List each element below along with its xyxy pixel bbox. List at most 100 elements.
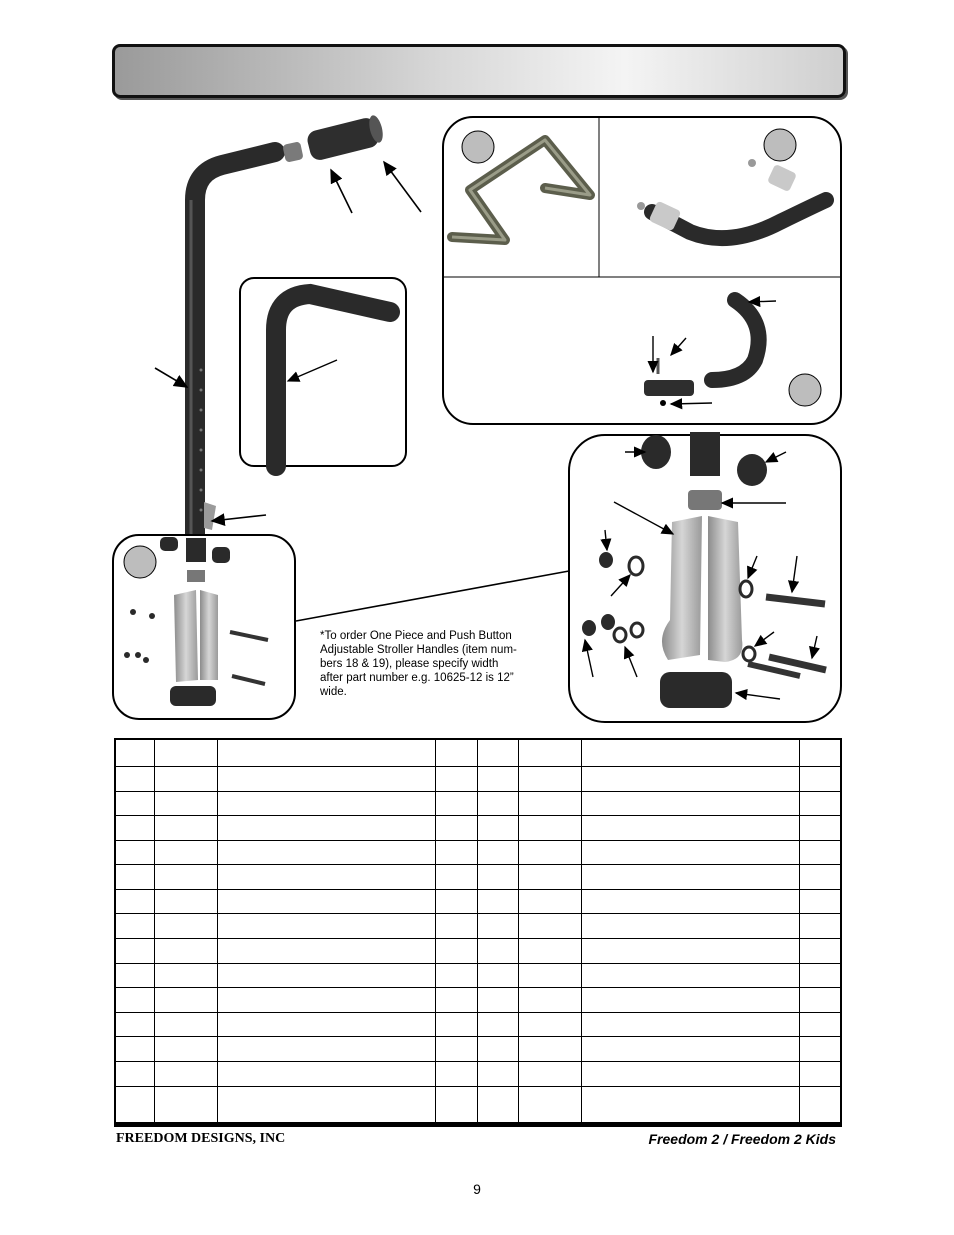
note-line: after part number e.g. 10625-12 is 12” [320,672,514,684]
table-cell [518,864,583,890]
table-cell [154,888,219,915]
table-cell [518,987,583,1013]
note-line: bers 18 & 19), please specify width [320,658,499,670]
table-cell [798,815,842,841]
table-cell [518,1060,583,1087]
table-cell [518,738,583,767]
table-cell [154,815,219,841]
table-cell [114,987,156,1013]
table-row [114,1085,842,1124]
table-cell [217,1011,436,1038]
table-cell [477,888,520,915]
detail-handle-options-panel [442,116,842,425]
company-name: FREEDOM DESIGNS, INC [116,1131,286,1146]
detail-clamp-exploded-box [568,432,842,723]
table-cell [798,864,842,890]
table-cell [798,913,842,940]
table-cell [434,962,479,989]
table-cell [217,987,436,1013]
table-cell [217,913,436,940]
table-cell [217,888,436,915]
ordering-note: *To order One Piece and Push Button Adju… [320,629,542,699]
table-cell [154,864,219,890]
table-cell [798,1011,842,1038]
table-cell [114,938,156,964]
handle-clamp-lever [204,502,216,530]
table-cell [434,738,479,767]
table-cell [581,790,800,817]
table-cell [518,839,583,866]
table-cell [477,815,520,841]
table-cell [114,839,156,866]
table-cell [581,913,800,940]
table-cell [217,1036,436,1062]
table-cell [798,790,842,817]
table-cell [581,1036,800,1062]
table-cell [217,815,436,841]
table-row [114,1060,842,1087]
note-line: *To order One Piece and Push Button [320,630,512,642]
table-cell [434,913,479,940]
table-cell [518,815,583,841]
callout-arrows [154,160,570,622]
footer-rule [114,1124,842,1127]
table-row [114,938,842,964]
table-row [114,839,842,866]
table-row [114,987,842,1013]
table-cell [217,738,436,767]
table-cell [154,766,219,792]
table-cell [798,987,842,1013]
table-cell [434,815,479,841]
table-cell [581,1060,800,1087]
note-line: Adjustable Stroller Handles (item num- [320,644,517,656]
table-cell [217,1060,436,1087]
table-cell [434,1085,479,1124]
table-cell [217,938,436,964]
table-cell [114,1085,156,1124]
table-cell [154,987,219,1013]
note-line: wide. [320,686,347,698]
table-cell [518,1036,583,1062]
table-cell [477,1011,520,1038]
parts-table-body [114,738,842,1124]
page-number: 9 [473,1181,481,1197]
table-cell [477,738,520,767]
detail-clamp-small-box [112,534,296,720]
table-cell [798,1060,842,1087]
table-cell [434,839,479,866]
table-cell [434,1036,479,1062]
table-cell [154,913,219,940]
table-cell [154,738,219,767]
table-cell [477,1060,520,1087]
table-cell [154,1011,219,1038]
table-cell [518,888,583,915]
parts-list-table [114,738,842,1124]
table-cell [477,766,520,792]
table-cell [581,987,800,1013]
table-cell [217,864,436,890]
table-cell [798,1036,842,1062]
table-cell [581,1011,800,1038]
table-cell [114,1011,156,1038]
table-cell [434,790,479,817]
table-cell [114,1036,156,1062]
table-cell [114,1060,156,1087]
table-cell [477,839,520,866]
table-cell [581,839,800,866]
table-cell [798,839,842,866]
table-cell [477,1085,520,1124]
table-row [114,815,842,841]
table-header-row [114,738,842,767]
table-row [114,790,842,817]
table-cell [434,766,479,792]
table-cell [518,766,583,792]
detail-bend-box [239,277,407,476]
table-cell [477,938,520,964]
table-cell [217,962,436,989]
table-cell [518,1085,583,1124]
table-cell [217,790,436,817]
table-cell [154,1085,219,1124]
table-cell [581,962,800,989]
table-cell [217,1085,436,1124]
